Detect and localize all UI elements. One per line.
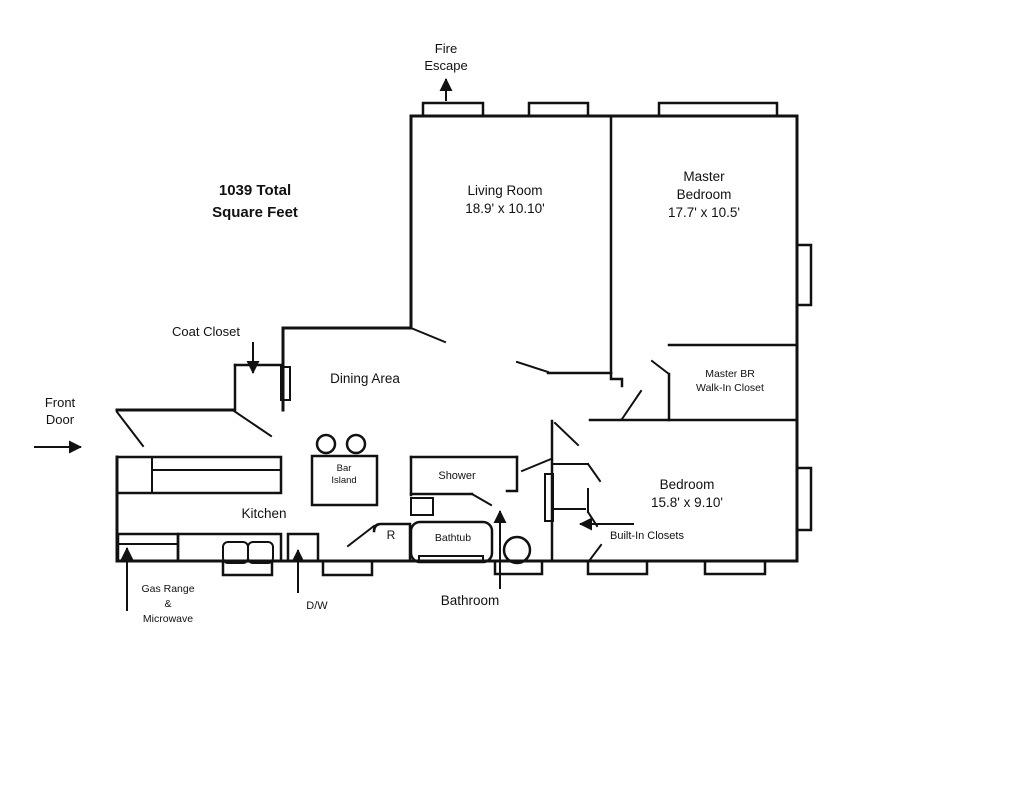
window-bedroom-bottom-left — [586, 559, 649, 576]
window-bedroom-right — [795, 466, 813, 532]
bathroom-label: Bathroom — [440, 593, 500, 608]
bathtub-label: Bathtub — [434, 532, 472, 544]
master-bedroom-label: Master Bedroom 17.7' x 10.5' — [668, 169, 740, 220]
shower-label: Shower — [438, 470, 476, 482]
kitchen-counter — [115, 455, 283, 495]
dishwasher-label: D/W — [306, 600, 328, 612]
door-swing-bathroom — [520, 457, 553, 473]
total-area-label: 1039 Total Square Feet — [212, 182, 298, 221]
window-master-bedroom-top — [657, 101, 779, 118]
gas-range-label: Gas Range & Microwave — [141, 583, 195, 625]
bar-stool-left — [315, 433, 337, 455]
master-br-closet-label: Master BR Walk-In Closet — [696, 368, 764, 394]
stove-burner-right — [247, 541, 274, 564]
living-room-label: Living Room 18.9' x 10.10' — [465, 183, 545, 216]
bar-stool-right — [345, 433, 367, 455]
door-swing-shower — [470, 492, 493, 507]
kitchen-lower-counter — [176, 532, 283, 563]
built-in-closets-label: Built-In Closets — [610, 530, 684, 542]
door-swing-dining-hall — [515, 360, 550, 374]
fire-escape-label: Fire Escape — [424, 41, 468, 74]
door-swing-front-door — [115, 410, 145, 448]
door-swing-kitchen-rear — [346, 524, 376, 548]
wall-hall-step — [609, 371, 624, 388]
door-swing-builtin-closet-top — [586, 462, 602, 483]
kitchen-label: Kitchen — [241, 506, 287, 521]
bar-island-outline — [310, 454, 379, 507]
door-swing-coat-closet — [232, 409, 273, 438]
refrigerator-outline — [372, 522, 412, 563]
coat-closet-door-panel — [280, 366, 291, 401]
door-swing-master-bedroom — [620, 389, 643, 421]
window-master-bedroom-right — [795, 243, 813, 307]
bathtub-inner-edge — [418, 555, 484, 562]
window-bathroom-bottom — [493, 559, 544, 576]
dining-area-label: Dining Area — [330, 371, 400, 386]
door-swing-bedroom — [553, 421, 580, 447]
door-swing-bedroom-bottom — [587, 543, 603, 563]
coat-closet-label: Coat Closet — [172, 324, 240, 339]
bedroom-label: Bedroom 15.8' x 9.10' — [651, 477, 723, 510]
closet-panel-bedroom-wall — [544, 473, 554, 522]
window-bedroom-bottom-right — [703, 559, 767, 576]
bar-island-label: Bar Island — [331, 463, 357, 486]
door-swing-dining-living — [409, 326, 447, 344]
window-living-right — [527, 101, 590, 118]
front-door-label: Front Door — [44, 395, 76, 428]
toilet — [502, 535, 532, 565]
refrigerator-label: R — [386, 528, 396, 542]
window-kitchen-bottom — [321, 559, 374, 577]
bathroom-sink — [410, 497, 434, 516]
window-living-left — [421, 101, 485, 118]
dishwasher-unit — [286, 532, 320, 563]
door-swing-walkin-closet — [650, 359, 671, 376]
wall-shower-right — [505, 455, 519, 493]
